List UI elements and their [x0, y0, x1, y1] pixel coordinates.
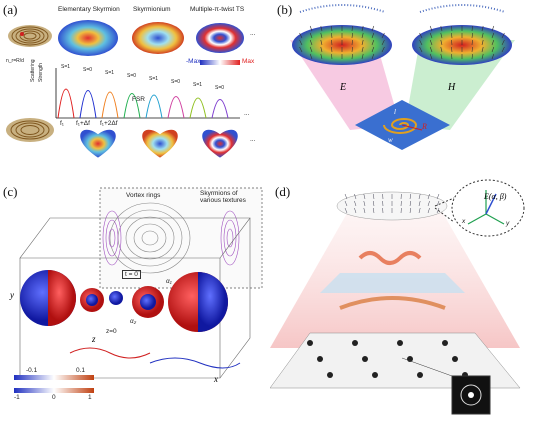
freq-label-3: f₁+2Δf — [100, 120, 118, 127]
header-multiple-twist: Multiple-π-twist TS — [190, 6, 245, 13]
panel-b-figure — [290, 4, 515, 150]
t-zero-label: t = 0 — [122, 270, 141, 279]
panel-d-label: (d) — [275, 184, 291, 199]
helix-structure — [358, 251, 422, 265]
y-axis-label-2: Strength — [38, 63, 44, 82]
lattice-arrows — [344, 193, 440, 214]
ellipsis-bottom: ... — [250, 136, 256, 143]
resonance-peak — [101, 91, 119, 119]
colorbar-c-top — [14, 375, 94, 380]
panel-b: (b) E H R w l — [270, 0, 533, 170]
sphere-mid — [132, 286, 164, 318]
axis-y: y — [10, 290, 14, 300]
panel-d-figure — [270, 179, 525, 415]
resonance-peak — [167, 96, 185, 119]
colorbar-a — [200, 60, 240, 65]
resonance-peaks — [57, 88, 229, 119]
axis-z: z — [92, 334, 96, 344]
resonance-peak — [57, 88, 75, 119]
resonance-label: S=1 — [149, 76, 159, 82]
inset-title-vortex: Vortex rings — [126, 192, 161, 199]
sphere-large-right — [168, 272, 228, 332]
panel-a: (a) Elementary Skyrmion Skyrmionium Mult… — [0, 0, 268, 168]
y-axis-label-1: Scattering — [30, 59, 36, 82]
resonance-label: S=1 — [193, 82, 203, 88]
label-H: H — [448, 82, 456, 93]
skyrmion-disc — [58, 20, 118, 56]
sphere-large-left — [20, 270, 76, 326]
heart-skyrmionium — [142, 129, 178, 158]
skyrmionium-disc — [132, 22, 184, 54]
z0-label: z=0 — [106, 328, 117, 335]
blue-grid-sheet — [320, 273, 465, 293]
label-l: l — [394, 108, 396, 116]
panel-c-figure — [14, 187, 263, 393]
h-projection — [405, 40, 515, 130]
cbar-bot-mid: 0 — [52, 394, 56, 401]
panel-a-label: (a) — [3, 2, 18, 17]
e-projection — [290, 40, 400, 130]
panel-a-figure — [6, 20, 244, 158]
fsr-label: FSR — [132, 96, 145, 103]
cbar-top-max: 0.1 — [76, 367, 86, 374]
header-elementary-skyrmion: Elementary Skyrmion — [58, 6, 120, 13]
resonance-peak — [189, 97, 207, 119]
resonance-label: S=1 — [61, 64, 71, 70]
spiral-resonator — [383, 118, 418, 134]
orange-arc — [339, 296, 446, 310]
resonance-peak — [211, 99, 229, 119]
freq-label-1: f₁ — [60, 120, 64, 127]
colorbar-min: -Max — [186, 58, 201, 65]
ring-label: n_r=R/d — [6, 58, 24, 64]
resonance-peak — [79, 90, 97, 119]
resonance-label: S=0 — [83, 67, 93, 73]
heart-skyrmion — [80, 129, 116, 158]
resonance-peak — [123, 93, 141, 119]
ellipsis-top: ... — [250, 30, 256, 37]
panel-c: (c) Vortex rings Skyrmions of various te… — [0, 178, 268, 422]
sphere-small-2 — [109, 291, 123, 305]
resonance-label: S=1 — [105, 70, 115, 76]
cbar-bot-max: 1 — [88, 394, 92, 401]
label-w: w — [388, 136, 393, 144]
inset-title-skyrmions: Skyrmions of various textures — [200, 190, 246, 204]
panel-d: (d) E(α, β) x y — [270, 178, 533, 422]
ring-device-bottom — [6, 118, 54, 142]
heart-multiple-twist — [202, 129, 238, 158]
freq-label-2: f₁+Δf — [76, 120, 90, 127]
label-R: R — [422, 122, 427, 131]
colorbar-max: Max — [242, 58, 255, 65]
colorbar-c-bottom — [14, 388, 94, 393]
label-E: E — [340, 82, 347, 93]
cbar-top-min: -0.1 — [26, 367, 38, 374]
vortex-rings — [102, 202, 240, 274]
cbar-bot-min: -1 — [14, 394, 20, 401]
axis-label-y-d: y — [506, 220, 510, 227]
header-skyrmionium: Skyrmionium — [133, 6, 171, 13]
ring-device-top — [8, 25, 52, 47]
resonance-peak — [145, 94, 163, 119]
axis-label-x-d: x — [462, 218, 466, 225]
axis-x: x — [214, 374, 218, 384]
alpha1-label: α₁ — [166, 278, 172, 285]
panel-b-label: (b) — [277, 2, 293, 17]
resonance-label: S=0 — [127, 73, 137, 79]
panel-c-label: (c) — [3, 184, 18, 199]
formula-label: E(α, β) — [484, 192, 507, 201]
sphere-small-1 — [80, 288, 104, 312]
vector-arrows — [299, 25, 505, 60]
lattice-dots — [307, 340, 468, 378]
alpha2-label: α₂ — [130, 318, 137, 325]
multiple-twist-disc — [196, 23, 244, 53]
ellipsis-spectrum: ... — [244, 110, 250, 117]
resonance-label: S=0 — [215, 85, 225, 91]
resonance-label: S=0 — [171, 79, 181, 85]
zoom-circle — [451, 179, 525, 237]
